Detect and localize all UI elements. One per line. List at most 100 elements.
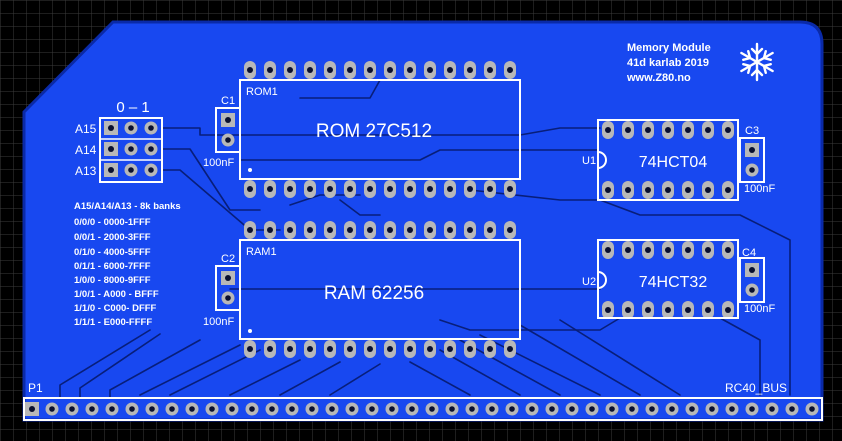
ram-pin-pad bbox=[364, 340, 376, 358]
u1-ref: U1 bbox=[582, 155, 596, 167]
bank-row: 1/1/1 - E000-FFFF bbox=[74, 317, 152, 328]
ram-pin-pad bbox=[244, 340, 256, 358]
u2-pin-pad bbox=[722, 301, 734, 319]
u1-pin-pad bbox=[622, 181, 634, 199]
c2-outline bbox=[215, 265, 241, 311]
rom-pin-pad bbox=[244, 61, 256, 79]
c1-pad bbox=[221, 133, 235, 147]
u2-pin-pad bbox=[622, 241, 634, 259]
u1-pin-pad bbox=[662, 181, 674, 199]
u1-pin-pad bbox=[682, 181, 694, 199]
bus-pin-pad bbox=[805, 402, 819, 416]
u1-pin-pad bbox=[602, 181, 614, 199]
bus-pin-pad bbox=[465, 402, 479, 416]
u2-pin-pad bbox=[662, 241, 674, 259]
rom-pin-pad bbox=[284, 180, 296, 198]
ram-pin-pad bbox=[324, 221, 336, 239]
c4-outline bbox=[739, 257, 765, 303]
ram-pin-pad bbox=[404, 221, 416, 239]
bus-pin-pad bbox=[265, 402, 279, 416]
c1-pad bbox=[221, 113, 235, 127]
rom-pin-pad bbox=[364, 180, 376, 198]
c2-pad bbox=[221, 271, 235, 285]
bus-pin-pad bbox=[325, 402, 339, 416]
bus-pin-pad bbox=[205, 402, 219, 416]
ram-pin-pad bbox=[344, 340, 356, 358]
rom-pin1-marker bbox=[248, 168, 252, 172]
rom-pin-pad bbox=[384, 61, 396, 79]
bus-pin-pad bbox=[485, 402, 499, 416]
rom-pin-pad bbox=[264, 61, 276, 79]
ram-pin-pad bbox=[304, 221, 316, 239]
u2-pin-pad bbox=[642, 241, 654, 259]
u1-pin-pad bbox=[662, 121, 674, 139]
bus-pin-pad bbox=[645, 402, 659, 416]
bus-pin-pad bbox=[245, 402, 259, 416]
bus-pin-pad bbox=[145, 402, 159, 416]
u2-pin-pad bbox=[662, 301, 674, 319]
u2-pin-pad bbox=[702, 241, 714, 259]
c2-pad bbox=[221, 291, 235, 305]
rom-value: ROM 27C512 bbox=[316, 121, 432, 142]
bank-row: 0/0/0 - 0000-1FFF bbox=[74, 217, 151, 228]
ram-pin-pad bbox=[364, 221, 376, 239]
rom-pin-pad bbox=[384, 180, 396, 198]
bank-row: 1/0/1 - A000 - BFFF bbox=[74, 289, 159, 300]
bus-connector-outline bbox=[23, 397, 823, 421]
component-pads bbox=[25, 61, 819, 416]
jumper-pin-pad bbox=[104, 142, 118, 156]
bus-pin-pad bbox=[165, 402, 179, 416]
rom-pin-pad bbox=[244, 180, 256, 198]
jumper-pin-pad bbox=[124, 163, 138, 177]
bus-pin-pad bbox=[605, 402, 619, 416]
jumper-pin-pad bbox=[144, 163, 158, 177]
bus-pin-pad bbox=[85, 402, 99, 416]
rom-pin-pad bbox=[464, 180, 476, 198]
bus-pin-pad bbox=[25, 402, 39, 416]
u2-chip-outline bbox=[597, 239, 739, 319]
bank-row: 0/0/1 - 2000-3FFF bbox=[74, 232, 151, 243]
rom-pin-pad bbox=[344, 180, 356, 198]
u2-notch bbox=[597, 271, 607, 289]
rom-ref: ROM1 bbox=[246, 86, 278, 98]
rom-pin-pad bbox=[364, 61, 376, 79]
jumper-pin-pad bbox=[124, 142, 138, 156]
c4-value: 100nF bbox=[744, 303, 775, 315]
bus-pin-pad bbox=[365, 402, 379, 416]
bus-pin-pad bbox=[625, 402, 639, 416]
c3-ref: C3 bbox=[745, 125, 759, 137]
bus-pin-pad bbox=[225, 402, 239, 416]
jumper-label-a14: A14 bbox=[75, 143, 97, 157]
ram-pin-pad bbox=[264, 221, 276, 239]
ram-pin-pad bbox=[324, 340, 336, 358]
rom-pin-pad bbox=[264, 180, 276, 198]
bank-row: 1/0/0 - 8000-9FFF bbox=[74, 275, 151, 286]
jumper-pin-pad bbox=[104, 121, 118, 135]
bus-pin-pad bbox=[385, 402, 399, 416]
rom-pin-pad bbox=[404, 61, 416, 79]
ram-pin-pad bbox=[424, 340, 436, 358]
jumper-pin-pad bbox=[144, 142, 158, 156]
jumper-pin-pad bbox=[144, 121, 158, 135]
bus-pin-pad bbox=[125, 402, 139, 416]
rom-pin-pad bbox=[304, 61, 316, 79]
ram-pin-pad bbox=[404, 340, 416, 358]
rom-pin-pad bbox=[404, 180, 416, 198]
c4-pad bbox=[745, 263, 759, 277]
jumper-label-a15: A15 bbox=[75, 122, 97, 136]
ram-pin-pad bbox=[384, 221, 396, 239]
ram-pin-pad bbox=[264, 340, 276, 358]
ram-pin-pad bbox=[464, 221, 476, 239]
bus-pin-pad bbox=[105, 402, 119, 416]
bus-pin-pad bbox=[565, 402, 579, 416]
bus-pin-pad bbox=[45, 402, 59, 416]
c4-pad bbox=[745, 283, 759, 297]
connector-ref: P1 bbox=[28, 381, 43, 395]
u2-pin-pad bbox=[722, 241, 734, 259]
bus-pin-pad bbox=[505, 402, 519, 416]
ram-pin-pad bbox=[444, 221, 456, 239]
c3-value: 100nF bbox=[744, 183, 775, 195]
bank-table-title: A15/A14/A13 - 8k banks bbox=[74, 201, 181, 212]
rom-pin-pad bbox=[424, 180, 436, 198]
ram-pin1-marker bbox=[248, 329, 252, 333]
